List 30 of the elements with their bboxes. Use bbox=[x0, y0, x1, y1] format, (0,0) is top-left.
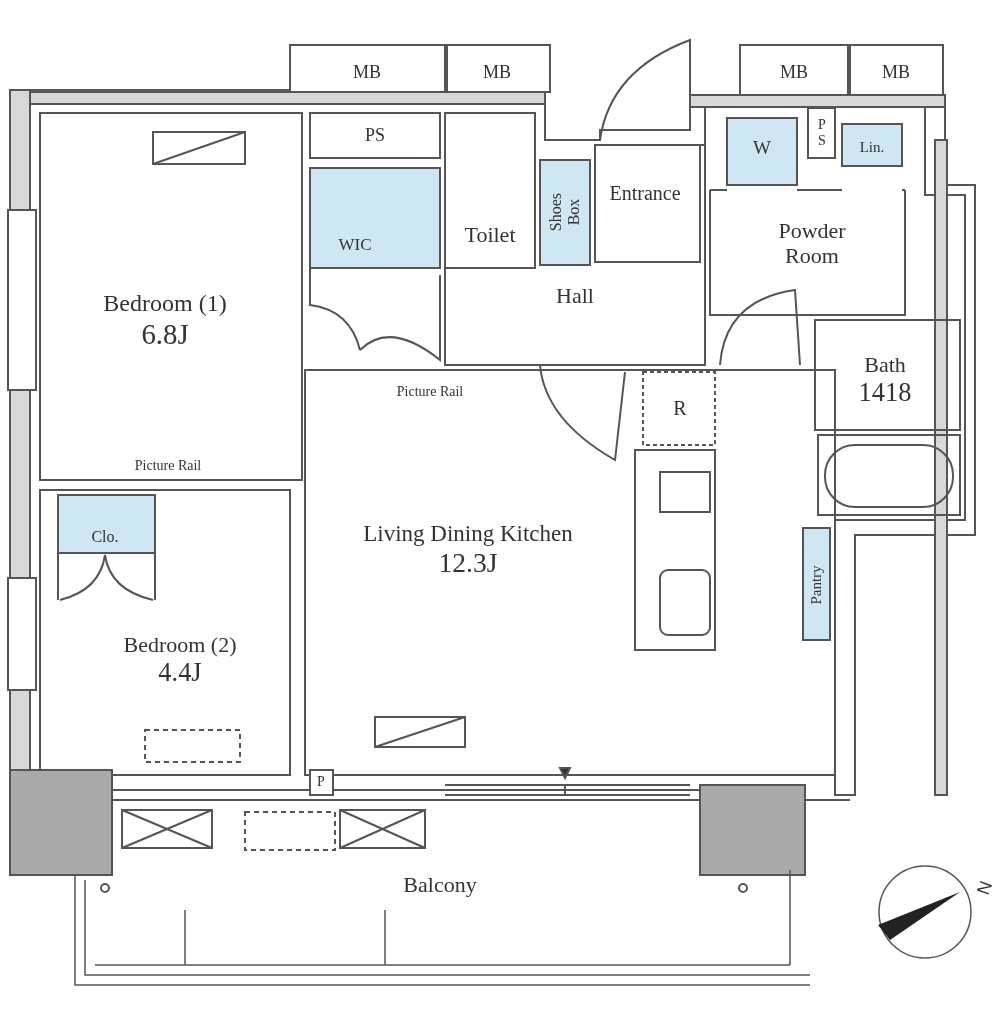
room-label: Bedroom (2) bbox=[123, 632, 237, 658]
room-label: Pantry bbox=[808, 565, 826, 605]
area-value: 4.4J bbox=[158, 657, 202, 688]
rail-label: Picture Rail bbox=[396, 384, 464, 400]
rail-label: Picture Rail bbox=[134, 458, 202, 474]
room-label: Entrance bbox=[609, 181, 681, 205]
room-label: PS bbox=[365, 124, 385, 146]
closet-label: MB bbox=[780, 61, 808, 83]
room-label: Living Dining Kitchen bbox=[363, 520, 573, 548]
closet-label: MB bbox=[483, 61, 511, 83]
room-label: Clo. bbox=[91, 527, 119, 547]
room-label: W bbox=[753, 137, 771, 159]
compass-north-label: N bbox=[972, 878, 998, 898]
room-label: PS bbox=[817, 116, 827, 150]
room-label: Balcony bbox=[403, 872, 477, 898]
room-label: WIC bbox=[338, 235, 372, 255]
area-value: 12.3J bbox=[438, 547, 498, 580]
room-label: Hall bbox=[556, 283, 594, 309]
closet-label: MB bbox=[353, 61, 381, 83]
room-label: Bath bbox=[864, 352, 906, 378]
room-label: Toilet bbox=[464, 222, 516, 248]
room-label: Shoes Box bbox=[546, 191, 583, 234]
room-label: Powder Room bbox=[777, 217, 847, 269]
closet-label: MB bbox=[882, 61, 910, 83]
room-label: Lin. bbox=[859, 139, 885, 157]
area-value: 6.8J bbox=[141, 317, 189, 351]
area-value: 1418 bbox=[858, 377, 912, 408]
room-label: Bedroom (1) bbox=[103, 289, 227, 318]
room-label: P bbox=[317, 773, 325, 791]
room-label: R bbox=[673, 396, 687, 420]
